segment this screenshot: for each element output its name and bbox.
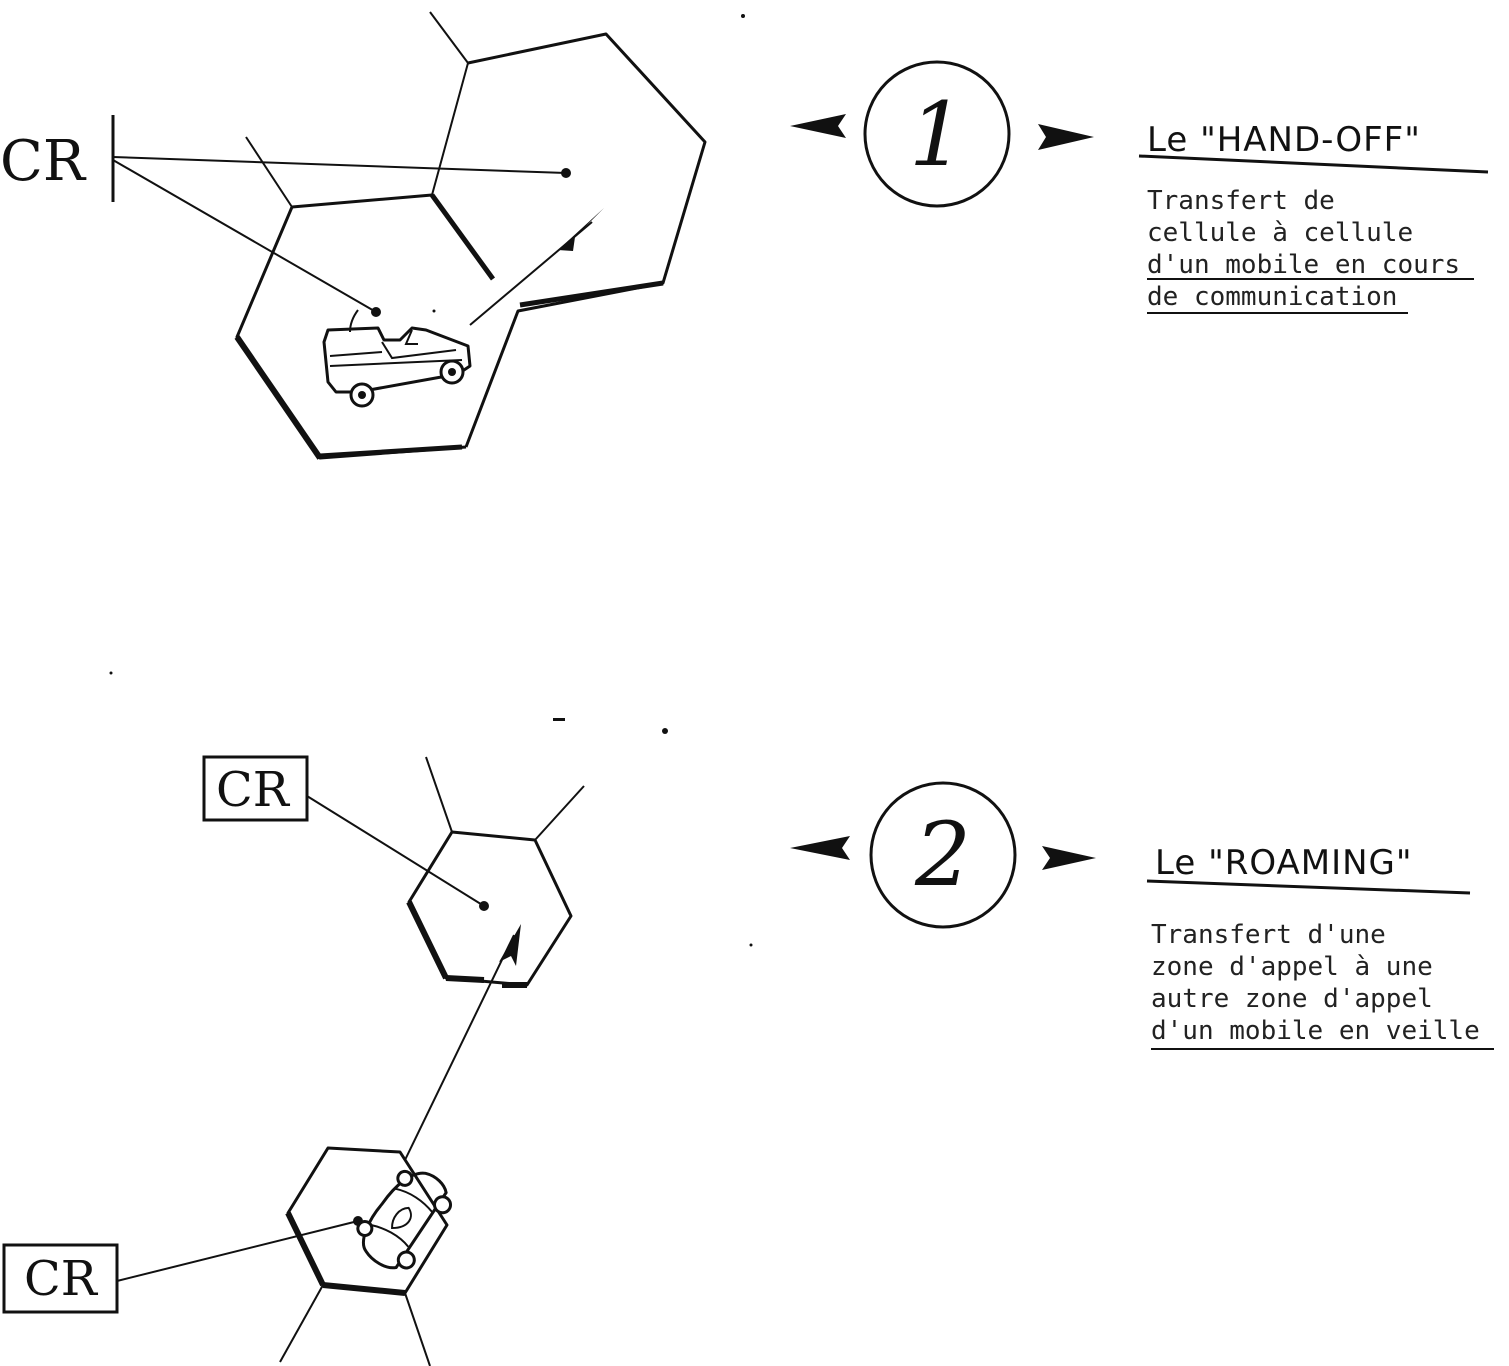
cr-top-link [306, 795, 485, 907]
cr-label-bottom: CR [24, 1251, 99, 1307]
cell-center-dot [561, 168, 571, 178]
handoff-desc-line-1: Transfert de [1147, 186, 1335, 216]
scan-specks [109, 14, 753, 947]
zone-lower-bold-a [285, 1211, 326, 1287]
roaming-desc-line-4: d'un mobile en veille [1151, 1016, 1480, 1046]
roaming-title: Le "ROAMING" [1155, 843, 1413, 883]
cr-link-to-mobile [112, 159, 377, 313]
car-icon [356, 1169, 453, 1270]
cell-lower-left [291, 193, 433, 209]
cell-lower-left-bold [234, 335, 323, 460]
zone-lower-bold-b [322, 1282, 406, 1296]
number-circle-1 [863, 60, 1011, 208]
roaming-section: CR CR [2, 755, 1494, 1366]
cr-box-bottom [2, 1243, 119, 1314]
handoff-desc-line-2: cellule à cellule [1147, 218, 1413, 248]
zone-upper-spoke-b [534, 785, 585, 841]
handoff-move-arrowhead [558, 208, 604, 251]
cell-upper-right [464, 32, 707, 448]
zone-upper-center-dot [479, 901, 489, 911]
cell-edge-b [431, 62, 469, 196]
arrow-left-icon [790, 114, 846, 138]
mobile-dot [371, 307, 381, 317]
zone-upper-bold-a [406, 900, 449, 980]
cr-link-to-cell [112, 156, 567, 174]
van-icon [322, 309, 472, 408]
handoff-section: CR [0, 11, 1489, 460]
number-label-2: 2 [914, 803, 971, 906]
roaming-title-underline [1146, 879, 1471, 895]
cell-edge-a [429, 11, 469, 64]
cell-edge-c [429, 193, 496, 281]
handoff-desc-line-4: de communication [1147, 282, 1397, 312]
cr-label-1: CR [0, 129, 87, 194]
roaming-move-line [404, 934, 515, 1161]
handoff-title-underline [1138, 154, 1489, 174]
cr-bottom-link [116, 1220, 359, 1282]
arrow-right-icon [1042, 846, 1096, 870]
roaming-desc-line-2: zone d'appel à une [1151, 952, 1433, 982]
cell-edge-e [245, 136, 293, 208]
zone-lower-spoke-b [404, 1292, 431, 1366]
cr-label-top: CR [216, 762, 291, 818]
arrow-right-icon [1038, 124, 1094, 150]
zone-lower-spoke-a [279, 1284, 324, 1363]
number-circle-2 [869, 781, 1017, 929]
cell-edge-d [519, 280, 664, 308]
handoff-title: Le "HAND-OFF" [1147, 120, 1421, 160]
zone-upper-hexagon [407, 830, 573, 987]
cr-box-top [202, 755, 309, 822]
zone-upper-bold-b [445, 975, 485, 983]
roaming-move-arrowhead [499, 924, 521, 966]
arrow-left-icon [790, 836, 850, 860]
handoff-desc-line-3: d'un mobile en cours [1147, 250, 1460, 280]
number-label-1: 1 [909, 83, 965, 186]
zone-upper-spoke-a [425, 756, 453, 833]
roaming-desc-line-3: autre zone d'appel [1151, 984, 1433, 1014]
roaming-desc-line-1: Transfert d'une [1151, 920, 1386, 950]
cell-lower-left-bold2 [319, 444, 463, 459]
